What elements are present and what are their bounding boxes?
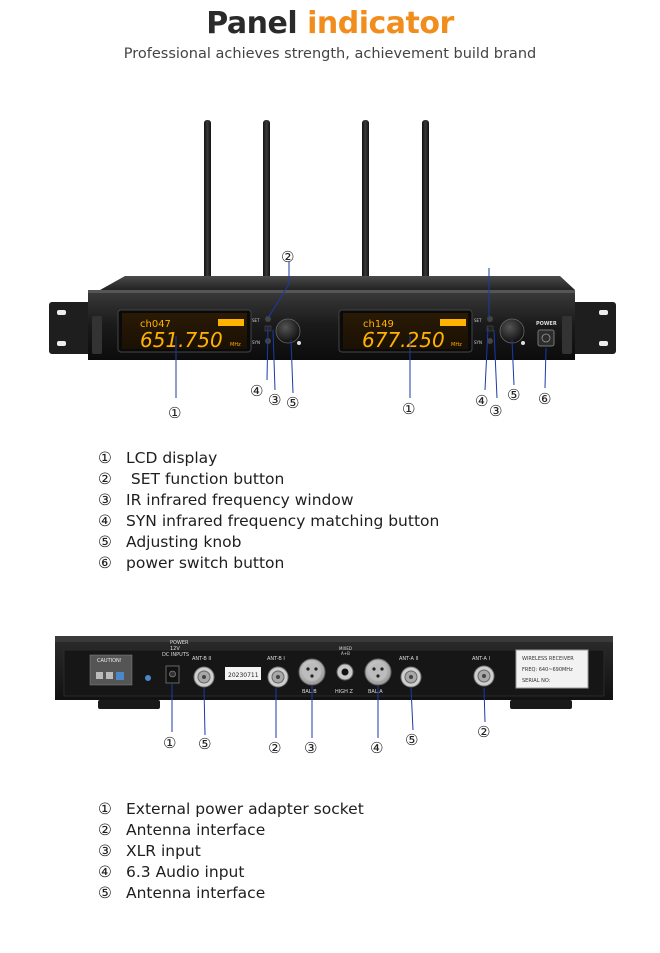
set-button-b[interactable] [487, 316, 493, 322]
lcd-display-b: ch149 677.250 MHz [338, 309, 473, 353]
lcd-b-channel: ch149 [363, 319, 394, 330]
adjust-knob-a[interactable] [275, 318, 301, 344]
svg-text:12V: 12V [170, 646, 180, 652]
rear-callout-numbers: ① ⑤ ② ③ ④ ⑤ ② [163, 723, 490, 757]
set-button-a[interactable] [265, 316, 271, 322]
xlr-input-a: BAL.A [364, 658, 392, 695]
antenna-connector-b2: ANT-B II [192, 656, 215, 688]
lcd-a-unit: MHz [230, 342, 241, 348]
spec-label: WIRELESS RECEIVER FREQ: 640~690MHz SERIA… [515, 649, 589, 689]
lcd-display-a: ch047 651.750 MHz [117, 309, 252, 353]
rear-panel-illustration: CAUTION! POWER 12V DC INPUTS ANT-B II 20… [55, 636, 613, 757]
svg-text:CAUTION!: CAUTION! [97, 658, 122, 664]
lcd-b-unit: MHz [451, 342, 462, 348]
jack-input-6-3: MIXED A+B HIGH Z [335, 646, 354, 695]
rear-callout-lines [171, 684, 486, 738]
power-label: POWER [536, 321, 557, 327]
power-button[interactable] [537, 329, 555, 347]
svg-text:WIRELESS RECEIVER: WIRELESS RECEIVER [522, 656, 574, 662]
callout-5b: ⑤ [507, 386, 520, 404]
rack-ear-right [570, 302, 616, 354]
date-code-label: 20230711 [228, 672, 259, 679]
front-legend-item: ② SET function button [98, 470, 285, 488]
dc-power-socket: POWER 12V DC INPUTS [162, 640, 189, 684]
rack-ear-left [49, 302, 95, 354]
callout-3b: ③ [489, 402, 502, 420]
syn-label-b: SYN [474, 340, 482, 345]
adjust-knob-b[interactable] [499, 318, 525, 344]
page-title: Panel indicator [0, 6, 660, 41]
syn-label-a: SYN [252, 340, 260, 345]
power-switch: POWER [536, 321, 557, 347]
rear-callout-2b: ② [477, 723, 490, 741]
syn-button-b[interactable] [487, 338, 493, 344]
title-part-indicator: indicator [307, 6, 454, 41]
svg-text:ANT-B I: ANT-B I [267, 656, 285, 662]
set-label-b: SET [474, 318, 482, 323]
front-callout-lines [175, 262, 547, 399]
svg-text:POWER: POWER [170, 640, 189, 646]
svg-text:BAL.B: BAL.B [302, 689, 317, 695]
callout-1: ① [168, 404, 181, 422]
rear-callout-5b: ⑤ [405, 731, 418, 749]
svg-text:ANT-B II: ANT-B II [192, 656, 211, 662]
page-subtitle: Professional achieves strength, achievem… [123, 46, 537, 62]
svg-text:MIXED: MIXED [339, 646, 352, 651]
front-callout-numbers: ① ④ ② ③ ⑤ ① ④ ③ ⑤ ⑥ [168, 248, 551, 422]
set-label-a: SET [252, 318, 260, 323]
callout-4: ④ [250, 382, 263, 400]
svg-text:ANT-A I: ANT-A I [472, 656, 490, 662]
lcd-a-frequency: 651.750 [140, 328, 223, 352]
title-part-panel: Panel [206, 6, 298, 41]
xlr-input-b: BAL.B [298, 658, 326, 695]
svg-text:FREQ: 640~690MHz: FREQ: 640~690MHz [522, 667, 573, 673]
svg-text:ANT-A II: ANT-A II [399, 656, 418, 662]
rear-callout-5: ⑤ [198, 735, 211, 753]
front-panel-illustration: ch047 651.750 MHz ch149 677.250 MHz SET … [49, 120, 616, 422]
callout-3: ③ [268, 391, 281, 409]
antenna-connector-a2: ANT-A II [399, 656, 422, 688]
callout-1b: ① [402, 400, 415, 418]
ir-window-b [486, 325, 494, 332]
rear-callout-4: ④ [370, 739, 383, 757]
antenna-connector-a1: ANT-A I [472, 656, 495, 687]
svg-text:SERIAL NO:: SERIAL NO: [522, 678, 551, 684]
svg-text:BAL.A: BAL.A [368, 689, 383, 695]
lcd-b-frequency: 677.250 [362, 328, 445, 352]
rear-callout-1: ① [163, 734, 176, 752]
callout-6: ⑥ [538, 390, 551, 408]
antenna-connector-b1: ANT-B I [267, 656, 289, 688]
callout-5: ⑤ [286, 394, 299, 412]
lcd-a-channel: ch047 [140, 319, 171, 330]
rear-callout-2: ② [268, 739, 281, 757]
svg-text:HIGH Z: HIGH Z [335, 689, 353, 695]
controls-b: SET SYN [474, 316, 525, 345]
svg-text:DC INPUTS: DC INPUTS [162, 652, 189, 658]
callout-2: ② [281, 248, 294, 266]
rear-callout-3: ③ [304, 739, 317, 757]
callout-4b: ④ [475, 392, 488, 410]
antennas [204, 120, 429, 280]
caution-label: CAUTION! [89, 654, 133, 686]
svg-text:A+B: A+B [341, 651, 350, 656]
